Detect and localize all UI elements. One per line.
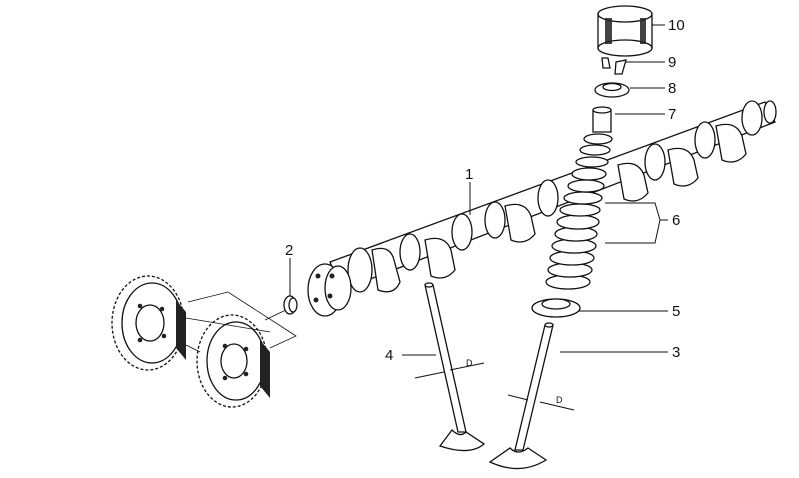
dimension-d-intake-label: D: [556, 395, 563, 405]
valve-spring-stack: [545, 133, 613, 290]
exhaust-valve: [424, 282, 486, 452]
dimension-d-intake: D: [507, 394, 575, 411]
dimension-d-exhaust-label: D: [466, 358, 473, 368]
valve-keepers: [601, 57, 627, 75]
callout-5: 5: [672, 303, 680, 320]
leader-lines: [289, 24, 668, 356]
callout-8: 8: [668, 80, 676, 97]
sprocket-exhaust: [111, 275, 186, 371]
callout-4: 4: [385, 347, 393, 364]
callout-2: 2: [285, 242, 293, 259]
sprocket-intake: [196, 314, 270, 408]
spring-retainer: [594, 82, 630, 98]
callout-1: 1: [465, 166, 473, 183]
intake-valve: [488, 322, 554, 470]
dimension-d-exhaust: D: [414, 358, 485, 379]
camshaft-lobes: [347, 100, 763, 293]
spring-seat: [531, 298, 581, 318]
callout-10: 10: [668, 17, 685, 34]
callout-9: 9: [668, 54, 676, 71]
bucket-tappet: [597, 5, 653, 57]
callout-7: 7: [668, 106, 676, 123]
seal-ring: [283, 295, 298, 315]
callout-3: 3: [672, 344, 680, 361]
callout-6: 6: [672, 212, 680, 229]
valve-stem-seal: [592, 106, 612, 133]
alignment-lines: [185, 291, 297, 353]
camshaft: [307, 100, 777, 317]
